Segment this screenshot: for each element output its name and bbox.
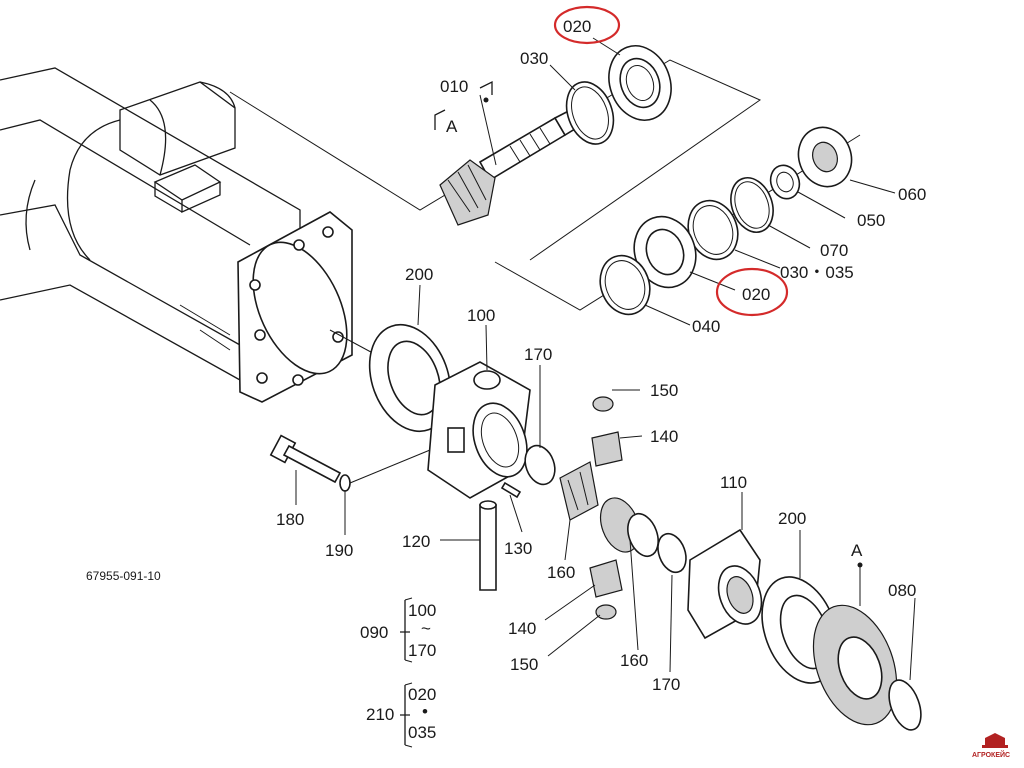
bolt-180 (269, 434, 342, 484)
callout-130: 130 (504, 539, 532, 558)
callout-110: 110 (720, 473, 747, 492)
washer-190 (339, 474, 351, 492)
callout-140-bot: 140 (508, 619, 536, 638)
group-090-label: 090 (360, 623, 388, 642)
group-090-from: 100 (408, 601, 436, 620)
callout-170-top: 170 (524, 345, 552, 364)
callout-050: 050 (857, 211, 885, 230)
group-090-range: ~ (421, 619, 431, 638)
callout-180: 180 (276, 510, 304, 529)
nut-050 (769, 164, 801, 200)
pinion-shaft-120 (479, 500, 497, 591)
washer-170-top (524, 444, 556, 486)
section-mark-a-bottom: A (851, 541, 863, 560)
callout-070: 070 (820, 241, 848, 260)
bearing-200-left (368, 323, 452, 433)
section-dot-bottom (857, 562, 863, 568)
callout-160-right: 160 (620, 651, 648, 670)
side-gear-160-left (559, 461, 599, 521)
pin-130 (500, 481, 522, 499)
highlight-020-top (553, 5, 621, 45)
pinion-gear-140-top (591, 431, 623, 467)
washer-040 (599, 254, 651, 316)
callout-010: 010 (440, 77, 468, 96)
pinion-shaft (439, 98, 600, 226)
snap-ring-080 (888, 679, 922, 731)
callout-200-right: 200 (778, 509, 806, 528)
callout-040: 040 (692, 317, 720, 336)
callout-170-bot: 170 (652, 675, 680, 694)
guide-line-top (229, 59, 762, 261)
callout-080: 080 (888, 581, 916, 600)
diff-case-100 (427, 361, 531, 499)
callout-140-top: 140 (650, 427, 678, 446)
callout-060: 060 (898, 185, 926, 204)
callout-120: 120 (402, 532, 430, 551)
drawing-code: 67955-091-10 (86, 569, 161, 583)
group-090-to: 170 (408, 641, 436, 660)
bearing-020-mid (633, 215, 697, 289)
group-210-from: 020 (408, 685, 436, 704)
callout-020-top: 020 (563, 17, 591, 36)
callout-200-left: 200 (405, 265, 433, 284)
highlight-020-mid (715, 267, 789, 317)
washer-170-bot (657, 532, 687, 574)
leader-lines (295, 37, 916, 681)
washer-030 (565, 81, 615, 145)
assembly-group-210: 210 020 • 035 (366, 682, 436, 748)
callout-labels: 010 030 020 060 050 070 030・035 020 040 … (276, 17, 926, 694)
section-mark-a-top: A (446, 117, 458, 136)
callout-160-left: 160 (547, 563, 575, 582)
callout-150-bot: 150 (510, 655, 538, 674)
diff-cover-110 (687, 528, 763, 640)
watermark-logo: АГРОКЕЙС (972, 733, 1010, 759)
callout-190: 190 (325, 541, 353, 560)
group-210-to: 035 (408, 723, 436, 742)
bearing-020-top (608, 45, 672, 121)
callout-030-top: 030 (520, 49, 548, 68)
group-210-label: 210 (366, 705, 394, 724)
oil-seal-060 (797, 126, 853, 188)
group-210-range: • (422, 702, 428, 721)
axle-housing (0, 67, 353, 403)
section-dot-top (483, 97, 489, 103)
pinion-gear-140-bot (589, 559, 623, 598)
section-bracket-a-top (434, 80, 493, 130)
ring-gear-a (812, 604, 898, 726)
snap-ring-070 (730, 177, 774, 233)
washer-150-bot (595, 604, 617, 620)
callout-100: 100 (467, 306, 495, 325)
side-gear-160-right (599, 497, 659, 558)
callout-020-mid: 020 (742, 285, 770, 304)
washer-150-top (592, 396, 614, 412)
watermark-text: АГРОКЕЙС (972, 750, 1010, 759)
callout-150-top: 150 (650, 381, 678, 400)
assembly-group-090: 090 100 ~ 170 (360, 597, 436, 663)
callout-030-035: 030・035 (780, 263, 854, 282)
